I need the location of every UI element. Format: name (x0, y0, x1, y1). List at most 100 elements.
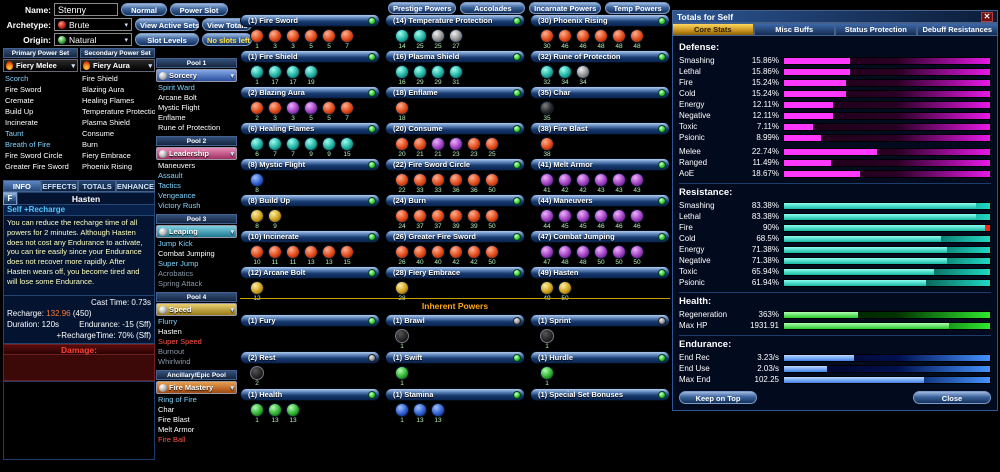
power-bar[interactable]: (1) Health (240, 388, 380, 401)
power-bar[interactable]: (2) Blazing Aura (240, 86, 380, 99)
enhancement-slot[interactable]: 25 (413, 29, 428, 50)
secondary-power-item[interactable]: Phoenix Rising (82, 162, 133, 171)
enhancement-slot[interactable]: 13 (286, 403, 301, 424)
secondary-power-item[interactable]: Fiery Embrace (82, 151, 131, 160)
power-bar[interactable]: (10) Incinerate (240, 230, 380, 243)
enhancement-slot[interactable]: 15 (340, 245, 355, 266)
primary-power-item[interactable]: Cremate (5, 96, 34, 105)
enhancement-slot[interactable]: 48 (558, 245, 573, 266)
enhancement-slot[interactable]: 1 (395, 329, 410, 350)
pool-power-item[interactable]: Fire Ball (158, 435, 186, 444)
secondary-power-item[interactable]: Consume (82, 129, 115, 138)
enhancement-slot[interactable]: 46 (576, 29, 591, 50)
power-bar[interactable]: (1) Stamina (385, 388, 525, 401)
enhancement-slot[interactable]: 46 (558, 29, 573, 50)
power-bar[interactable]: (16) Plasma Shield (385, 50, 525, 63)
enhancement-slot[interactable]: 36 (467, 173, 482, 194)
enhancement-slot[interactable]: 50 (485, 173, 500, 194)
info-tab-info[interactable]: INFO (3, 180, 41, 192)
primary-power-item[interactable]: Fire Sword (5, 85, 42, 94)
enhancement-slot[interactable]: 22 (395, 173, 410, 194)
enhancement-slot[interactable]: 43 (612, 173, 627, 194)
enhancement-slot[interactable]: 9 (304, 137, 319, 158)
enhancement-slot[interactable]: 27 (449, 29, 464, 50)
enhancement-slot[interactable]: 1 (395, 366, 410, 387)
enhancement-slot[interactable]: 35 (540, 101, 555, 122)
enhancement-slot[interactable]: 11 (268, 245, 283, 266)
pool-power-item[interactable]: Acrobatics (158, 269, 194, 278)
enhancement-slot[interactable]: 24 (395, 209, 410, 230)
enhancement-slot[interactable]: 2 (250, 101, 265, 122)
enhancement-slot[interactable]: 42 (558, 173, 573, 194)
info-tab-totals[interactable]: TOTALS (78, 180, 116, 192)
enhancement-slot[interactable]: 31 (449, 65, 464, 86)
enhancement-slot[interactable]: 13 (413, 403, 428, 424)
origin-dropdown[interactable]: Natural ▾ (54, 33, 132, 46)
power-bar[interactable]: (24) Burn (385, 194, 525, 207)
pool-power-item[interactable]: Rune of Protection (158, 123, 221, 132)
enhancement-slot[interactable]: 1 (540, 366, 555, 387)
power-bar[interactable]: (1) Special Set Bonuses (530, 388, 670, 401)
pool-power-item[interactable]: Combat Jumping (158, 249, 215, 258)
primary-power-item[interactable]: Taunt (5, 129, 24, 138)
enhancement-slot[interactable]: 50 (485, 245, 500, 266)
enhancement-slot[interactable]: 8 (250, 209, 265, 230)
f-button[interactable]: F (3, 192, 17, 205)
enhancement-slot[interactable]: 8 (250, 173, 265, 194)
enhancement-slot[interactable]: 3 (268, 29, 283, 50)
power-bar[interactable]: (47) Combat Jumping (530, 230, 670, 243)
power-bar[interactable]: (12) Arcane Bolt (240, 266, 380, 279)
secondary-power-item[interactable]: Fire Shield (82, 74, 118, 83)
secondary-power-item[interactable]: Blazing Aura (82, 85, 125, 94)
pool-power-item[interactable]: Spirit Ward (158, 83, 195, 92)
pool-power-item[interactable]: Hasten (158, 327, 182, 336)
enhancement-slot[interactable]: 9 (268, 209, 283, 230)
enhancement-slot[interactable]: 29 (431, 65, 446, 86)
enhancement-slot[interactable]: 21 (413, 137, 428, 158)
enhancement-slot[interactable]: 13 (322, 245, 337, 266)
primary-power-item[interactable]: Greater Fire Sword (5, 162, 69, 171)
pool-power-item[interactable]: Flurry (158, 317, 178, 326)
power-bar[interactable]: (49) Hasten (530, 266, 670, 279)
enhancement-slot[interactable]: 2 (250, 366, 265, 387)
power-bar[interactable]: (20) Consume (385, 122, 525, 135)
secondary-powerset-dropdown[interactable]: Fiery Aura ▾ (80, 59, 155, 72)
enhancement-slot[interactable]: 50 (630, 245, 645, 266)
primary-powerset-dropdown[interactable]: Fiery Melee ▾ (3, 59, 78, 72)
enhancement-slot[interactable]: 5 (322, 101, 337, 122)
enhancement-slot[interactable]: 45 (576, 209, 591, 230)
enhancement-slot[interactable]: 41 (540, 173, 555, 194)
enhancement-slot[interactable]: 13 (304, 245, 319, 266)
view-active-sets-button[interactable]: View Active Sets (135, 18, 199, 31)
primary-power-item[interactable]: Fire Sword Circle (5, 151, 63, 160)
enhancement-slot[interactable]: 42 (576, 173, 591, 194)
pool-power-item[interactable]: Burnout (158, 347, 185, 356)
enhancement-slot[interactable]: 42 (467, 245, 482, 266)
enhancement-slot[interactable]: 3 (286, 29, 301, 50)
power-bar[interactable]: (2) Rest (240, 351, 380, 364)
enhancement-slot[interactable]: 40 (431, 245, 446, 266)
enhancement-slot[interactable]: 48 (576, 245, 591, 266)
enhancement-slot[interactable]: 10 (250, 245, 265, 266)
close-icon[interactable]: ✕ (981, 11, 993, 22)
enhancement-slot[interactable]: 25 (485, 137, 500, 158)
pool-power-item[interactable]: Char (158, 405, 175, 414)
enhancement-slot[interactable]: 20 (395, 137, 410, 158)
temp-powers-button[interactable]: Temp Powers (605, 2, 670, 14)
enhancement-slot[interactable]: 34 (558, 65, 573, 86)
enhancement-slot[interactable]: 37 (413, 209, 428, 230)
enhancement-slot[interactable]: 33 (431, 173, 446, 194)
enhancement-slot[interactable]: 3 (286, 101, 301, 122)
enhancement-slot[interactable]: 7 (286, 137, 301, 158)
enhancement-slot[interactable]: 6 (250, 137, 265, 158)
enhancement-slot[interactable]: 13 (431, 403, 446, 424)
enhancement-slot[interactable]: 42 (449, 245, 464, 266)
pool-power-item[interactable]: Enflame (158, 113, 186, 122)
pool-dropdown[interactable]: Leadership▾ (156, 147, 237, 160)
power-bar[interactable]: (8) Build Up (240, 194, 380, 207)
totals-tab-misc-buffs[interactable]: Misc Buffs (753, 23, 835, 36)
power-bar[interactable]: (1) Sprint (530, 314, 670, 327)
enhancement-slot[interactable]: 50 (612, 245, 627, 266)
pool-power-item[interactable]: Whirlwind (158, 357, 191, 366)
enhancement-slot[interactable]: 21 (431, 137, 446, 158)
